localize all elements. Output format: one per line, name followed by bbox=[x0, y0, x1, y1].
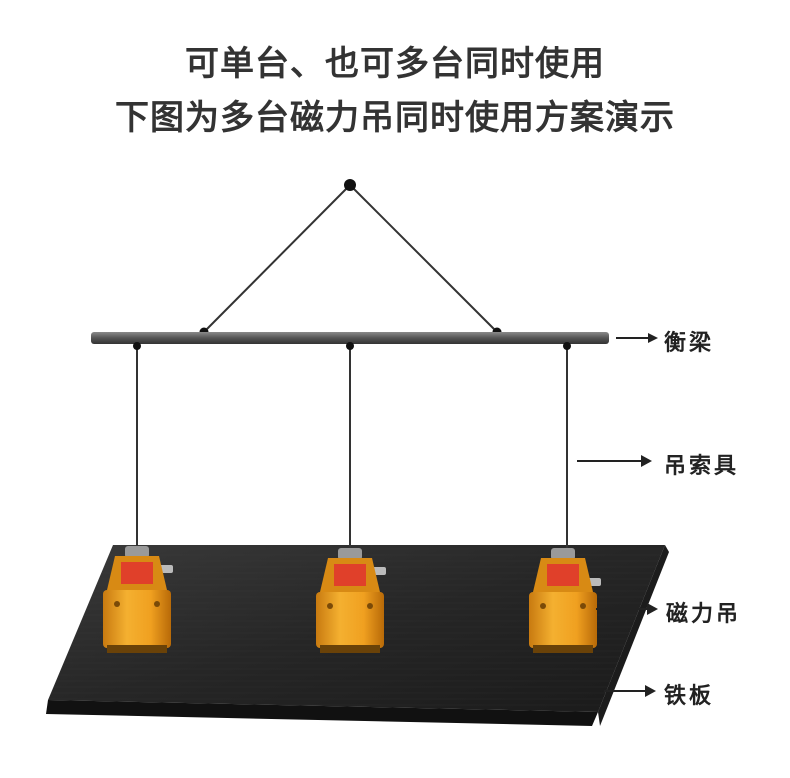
magnet-body bbox=[103, 590, 171, 648]
arrow-beam-head bbox=[648, 333, 658, 343]
magnet-lifter bbox=[316, 548, 386, 653]
magnet-label-plate bbox=[334, 564, 366, 586]
magnet-bolt bbox=[154, 601, 160, 607]
arrow-magnet-head bbox=[647, 603, 658, 615]
magnet-body bbox=[316, 592, 384, 648]
magnet-bolt bbox=[540, 603, 546, 609]
label-plate: 铁板 bbox=[664, 684, 715, 709]
top-sling-left bbox=[203, 184, 351, 333]
plate-side-edge bbox=[598, 545, 669, 726]
magnet-base bbox=[320, 645, 380, 653]
label-sling: 吊索具 bbox=[664, 454, 740, 479]
callout-arrows bbox=[577, 333, 658, 697]
sling-attach-point bbox=[133, 342, 141, 350]
magnet-bolt bbox=[367, 603, 373, 609]
magnet-bolt bbox=[114, 601, 120, 607]
magnet-handle bbox=[125, 546, 149, 558]
magnet-bolt bbox=[327, 603, 333, 609]
sling-attach-point bbox=[563, 342, 571, 350]
magnet-label-plate bbox=[121, 562, 153, 584]
hanging-slings bbox=[133, 342, 571, 552]
magnet-base bbox=[533, 645, 593, 653]
top-rigging bbox=[199, 179, 502, 337]
label-beam: 衡梁 bbox=[664, 331, 715, 356]
magnet-base bbox=[107, 645, 167, 653]
magnet-label-plate bbox=[547, 564, 579, 586]
magnet-handle bbox=[551, 548, 575, 560]
title-line-1: 可单台、也可多台同时使用 bbox=[185, 44, 605, 84]
label-magnet: 磁力吊 bbox=[666, 602, 742, 627]
sling-attach-point bbox=[346, 342, 354, 350]
arrow-plate-head bbox=[645, 685, 656, 697]
magnet-handle bbox=[338, 548, 362, 560]
arrow-sling-head bbox=[641, 455, 652, 467]
magnet-lifter bbox=[103, 546, 173, 653]
top-sling-right bbox=[349, 184, 498, 333]
magnet-lifter bbox=[529, 548, 601, 653]
title-line-2: 下图为多台磁力吊同时使用方案演示 bbox=[115, 98, 675, 138]
magnet-bolt bbox=[580, 603, 586, 609]
lifting-beam bbox=[91, 332, 609, 344]
hook-point bbox=[344, 179, 356, 191]
plate-front-edge bbox=[46, 700, 598, 726]
magnet-body bbox=[529, 592, 597, 648]
